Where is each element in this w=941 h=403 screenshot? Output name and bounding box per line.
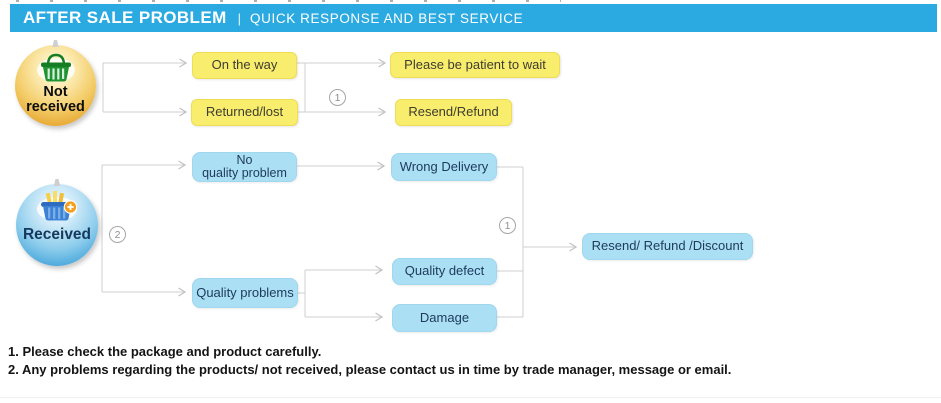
- not-received-label-line2: received: [26, 99, 85, 116]
- box-please-wait: Please be patient to wait: [390, 52, 560, 78]
- hanger-clip-icon: [52, 40, 59, 47]
- green-basket-icon: [36, 53, 75, 82]
- step-badge-one: 1: [499, 217, 516, 234]
- hanger-clip-icon: [53, 179, 61, 186]
- received-label: Received: [22, 226, 92, 243]
- box-returned-lost: Returned/lost: [191, 99, 298, 126]
- note-line-2: 2. Any problems regarding the products/ …: [8, 362, 732, 377]
- box-quality-defect: Quality defect: [392, 258, 497, 285]
- header-title: AFTER SALE PROBLEM: [23, 8, 227, 27]
- not-received-label-line1: Not: [43, 84, 68, 100]
- note-line-1: 1. Please check the package and product …: [8, 344, 322, 359]
- box-no-quality-problem: No quality problem: [192, 152, 297, 182]
- no-quality-problem-line2: quality problem: [202, 166, 287, 180]
- node-not-received: Not received: [15, 40, 96, 126]
- header-separator: |: [237, 10, 242, 26]
- box-resend-refund: Resend/Refund: [395, 99, 512, 126]
- box-on-the-way: On the way: [192, 52, 297, 79]
- not-received-label: Not received: [26, 84, 85, 116]
- blue-basket-icon: [37, 191, 78, 221]
- box-resend-refund-discount: Resend/ Refund /Discount: [582, 233, 753, 260]
- step-badge-one: 1: [329, 89, 346, 106]
- no-quality-problem-line1: No: [236, 152, 253, 167]
- box-quality-problems: Quality problems: [192, 278, 298, 308]
- node-received: Received: [16, 179, 98, 266]
- header-subtitle: QUICK RESPONSE AND BEST SERVICE: [250, 10, 524, 26]
- bottom-divider: [0, 397, 941, 398]
- box-damage: Damage: [392, 304, 497, 332]
- box-wrong-delivery: Wrong Delivery: [391, 153, 497, 181]
- step-badge-two: 2: [109, 226, 126, 243]
- cropped-text-remnant: [16, 0, 561, 2]
- header-bar: AFTER SALE PROBLEM | QUICK RESPONSE AND …: [10, 4, 937, 32]
